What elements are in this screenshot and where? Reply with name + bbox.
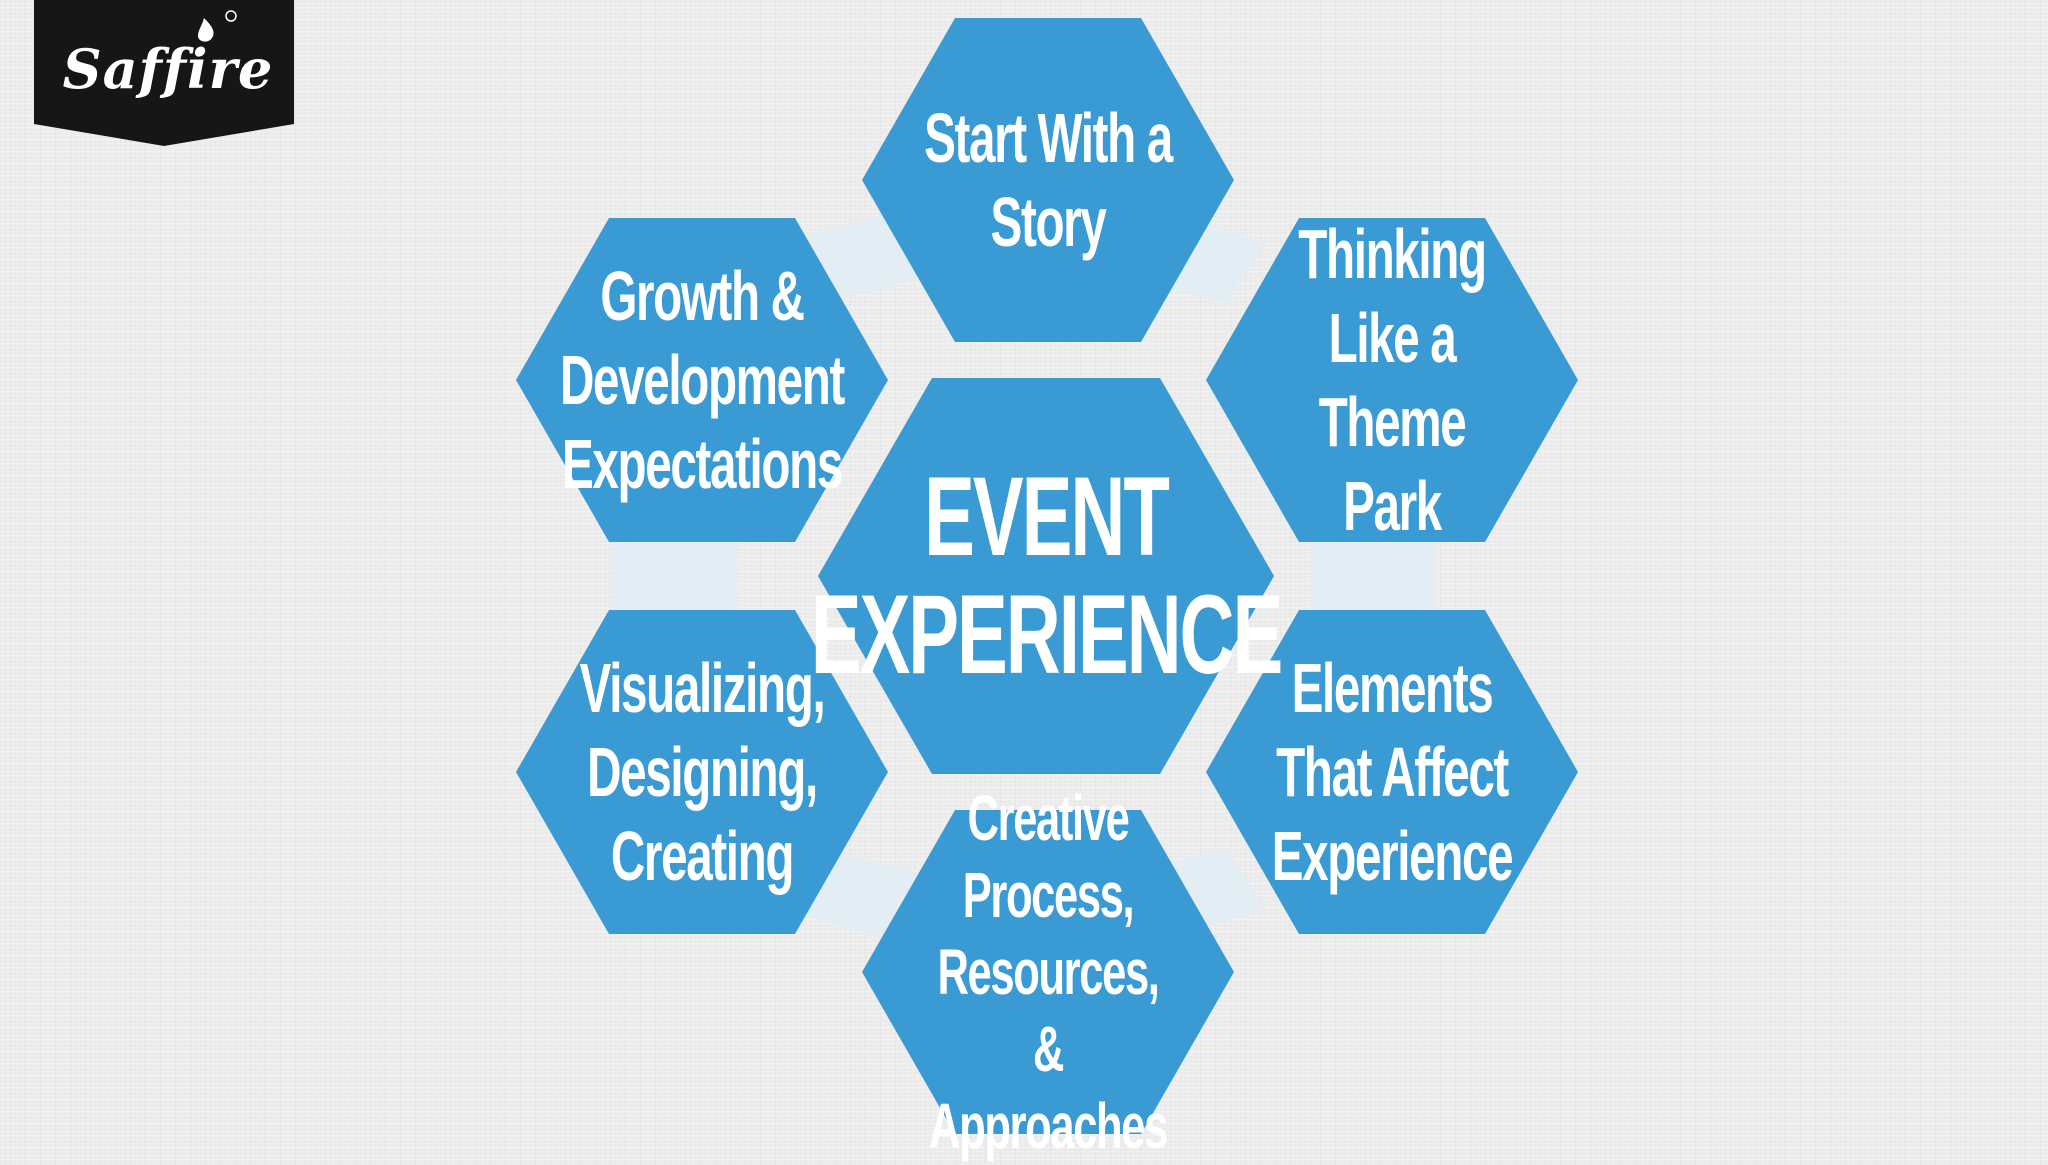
logo-wordmark: Saffire xyxy=(62,37,274,101)
hexagon-shape xyxy=(862,810,1234,1134)
hexagon-growth-development-expectations: Growth & Development Expectations xyxy=(516,218,888,542)
connector-right xyxy=(1310,542,1436,610)
hexagon-shape xyxy=(1206,610,1578,934)
drop-icon xyxy=(198,18,214,42)
hexagon-shape xyxy=(1206,218,1578,542)
hexagon-event-experience-center: EVENT EXPERIENCE xyxy=(810,378,1284,774)
hexagon-label: Growth & Development Expectations xyxy=(560,257,845,503)
hexagon-label: Visualizing, Designing, Creating xyxy=(579,649,826,895)
hexagon-label: Elements That Affect Experience xyxy=(1271,649,1514,895)
hexagon-shape xyxy=(516,610,888,934)
hexagon-visualizing-designing-creating: Visualizing, Designing, Creating xyxy=(516,610,888,934)
hexagon-shape xyxy=(862,18,1234,342)
center-label: EVENT EXPERIENCE xyxy=(810,454,1284,697)
hexagon-creative-process-resources-approaches: Creative Process, Resources, & Approache… xyxy=(862,781,1234,1162)
connector-left xyxy=(612,542,738,610)
hexagon-shape xyxy=(818,378,1274,774)
logo-banner-shape xyxy=(34,0,294,146)
hexagon-start-with-a-story: Start With a Story xyxy=(862,18,1234,342)
hexagon-elements-that-affect-experience: Elements That Affect Experience xyxy=(1206,610,1578,934)
saffire-logo: Saffire xyxy=(34,0,294,146)
hexagon-thinking-like-a-theme-park: Thinking Like a Theme Park xyxy=(1206,215,1578,545)
hexagon-label: Creative Process, Resources, & Approache… xyxy=(929,781,1168,1162)
registered-mark-icon xyxy=(225,10,237,22)
hexagon-shape xyxy=(516,218,888,542)
hexagon-label: Thinking Like a Theme Park xyxy=(1298,215,1487,545)
hexagon-label: Start With a Story xyxy=(924,99,1173,261)
